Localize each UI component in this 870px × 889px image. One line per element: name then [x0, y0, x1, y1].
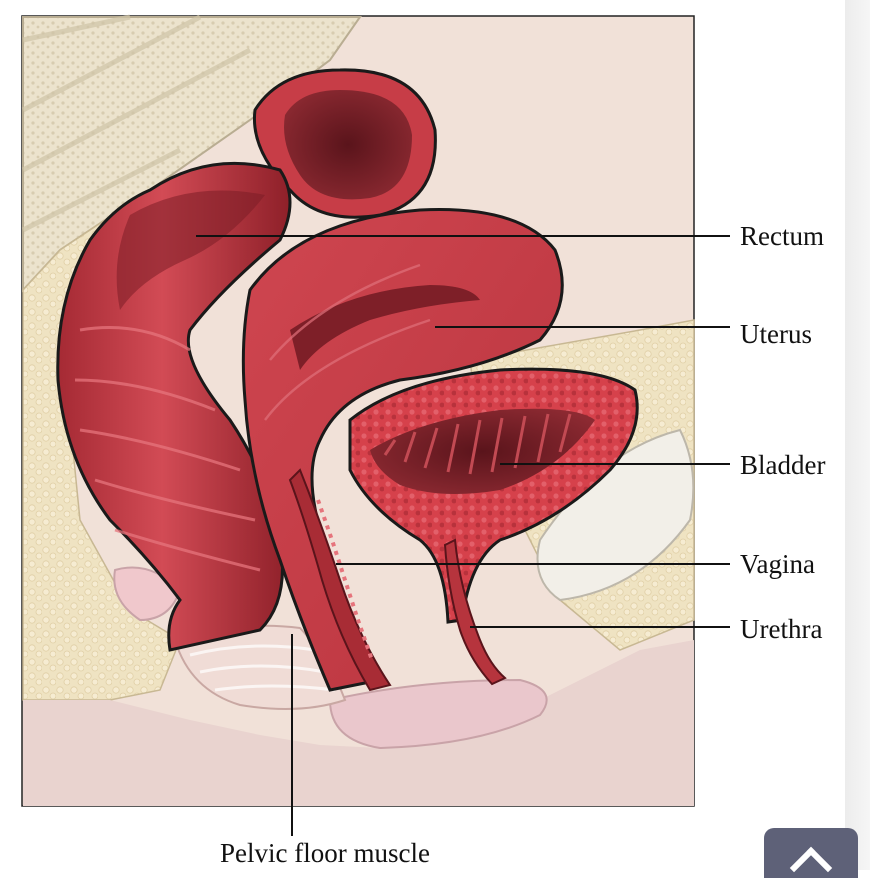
label-urethra: Urethra: [740, 614, 823, 644]
scroll-to-top-button[interactable]: [764, 828, 858, 889]
label-rectum: Rectum: [740, 221, 824, 251]
label-uterus: Uterus: [740, 319, 812, 349]
label-vagina: Vagina: [740, 549, 815, 579]
label-bladder: Bladder: [740, 450, 826, 480]
label-pelvic-floor-muscle: Pelvic floor muscle: [220, 838, 430, 868]
leader-lines: [196, 235, 730, 836]
page-edge: [845, 0, 870, 870]
pelvic-anatomy-illustration: [21, 14, 730, 836]
chevron-up-icon: [789, 846, 833, 889]
